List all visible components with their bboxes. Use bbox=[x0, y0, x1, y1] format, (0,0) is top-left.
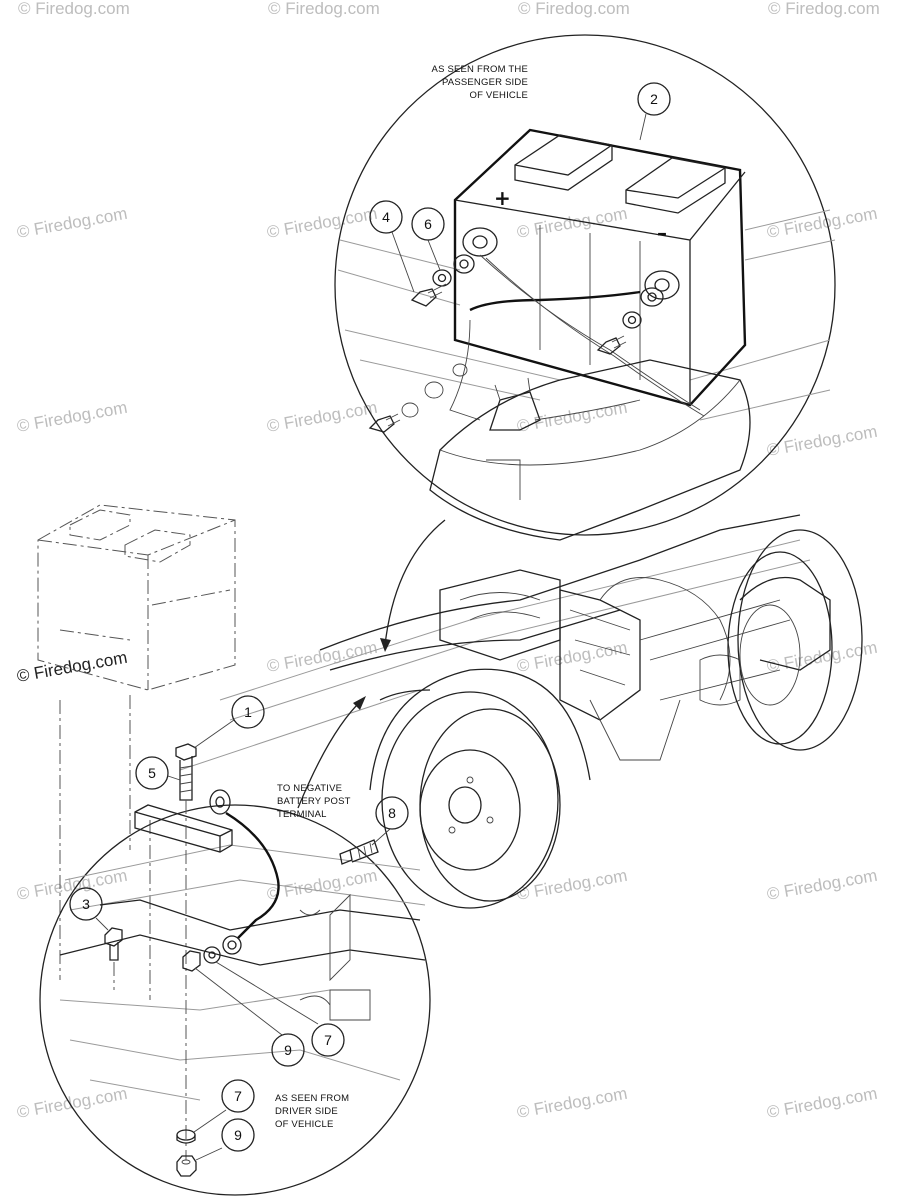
watermark: © Firedog.com bbox=[18, 0, 130, 18]
mounting-bracket-5 bbox=[134, 804, 233, 853]
svg-text:OF VEHICLE: OF VEHICLE bbox=[275, 1119, 334, 1130]
svg-text:8: 8 bbox=[388, 805, 396, 821]
cable-ring-terminal-b bbox=[640, 287, 664, 307]
negative-post-note: TO NEGATIVE BATTERY POST TERMINAL bbox=[277, 783, 351, 820]
watermark-layer: © Firedog.com © Firedog.com © Firedog.co… bbox=[15, 0, 879, 1122]
svg-text:7: 7 bbox=[324, 1032, 332, 1048]
washer-6 bbox=[432, 269, 452, 287]
callout-7-upper bbox=[311, 1023, 345, 1057]
watermark: © Firedog.com bbox=[765, 1084, 878, 1122]
svg-text:2: 2 bbox=[650, 91, 658, 107]
rear-wheel-right bbox=[727, 529, 863, 751]
svg-text:4: 4 bbox=[382, 209, 390, 225]
nut-9-upper bbox=[182, 950, 201, 972]
svg-text:3: 3 bbox=[82, 896, 90, 912]
svg-text:BATTERY POST: BATTERY POST bbox=[277, 796, 351, 807]
callouts: 2 4 6 1 5 8 3 9 7 7 bbox=[69, 82, 671, 1161]
negative-cable bbox=[469, 290, 641, 312]
bolt-8 bbox=[339, 839, 379, 865]
callout-1 bbox=[231, 695, 265, 729]
callout-3 bbox=[69, 887, 103, 921]
watermark: © Firedog.com bbox=[515, 204, 628, 242]
svg-text:TO NEGATIVE: TO NEGATIVE bbox=[277, 783, 342, 794]
svg-text:9: 9 bbox=[284, 1042, 292, 1058]
detail-circle-top bbox=[334, 34, 836, 536]
arrowhead-bottom bbox=[353, 696, 366, 710]
driver-side-detail-view: TO NEGATIVE BATTERY POST TERMINAL AS SEE… bbox=[39, 743, 431, 1196]
watermark: © Firedog.com bbox=[515, 398, 628, 436]
watermark: © Firedog.com bbox=[265, 204, 378, 242]
washer-7-upper bbox=[203, 946, 221, 964]
bolt-b bbox=[596, 335, 627, 355]
washer-b bbox=[622, 311, 642, 329]
callout-8 bbox=[375, 796, 409, 830]
leader-arrow-top bbox=[384, 519, 446, 646]
watermark: © Firedog.com bbox=[765, 866, 878, 904]
solenoid-cover bbox=[429, 359, 751, 541]
ground-cable bbox=[209, 789, 280, 955]
rear-wheel-left bbox=[381, 691, 561, 909]
callout-4 bbox=[369, 200, 403, 234]
svg-text:9: 9 bbox=[234, 1127, 242, 1143]
watermark: © Firedog.com bbox=[265, 866, 378, 904]
svg-text:PASSENGER SIDE: PASSENGER SIDE bbox=[442, 77, 528, 88]
watermark: © Firedog.com bbox=[765, 422, 878, 460]
cable-ring-terminal-a bbox=[453, 254, 475, 274]
svg-text:1: 1 bbox=[244, 704, 252, 720]
watermark: © Firedog.com bbox=[15, 1084, 128, 1122]
positive-sign: + bbox=[494, 186, 511, 210]
watermark: © Firedog.com bbox=[515, 638, 628, 676]
watermark: © Firedog.com bbox=[515, 866, 628, 904]
callout-5 bbox=[135, 756, 169, 790]
watermark: © Firedog.com bbox=[765, 204, 878, 242]
watermark: © Firedog.com bbox=[15, 204, 128, 242]
driver-side-note: AS SEEN FROM DRIVER SIDE OF VEHICLE bbox=[275, 1093, 349, 1130]
svg-text:TERMINAL: TERMINAL bbox=[277, 809, 327, 820]
battery: + – bbox=[453, 128, 747, 407]
svg-text:AS SEEN FROM: AS SEEN FROM bbox=[275, 1093, 349, 1104]
watermark: © Firedog.com bbox=[515, 1084, 628, 1122]
bolt-4 bbox=[410, 283, 447, 307]
bolt-3 bbox=[104, 927, 123, 961]
watermark: © Firedog.com bbox=[15, 398, 128, 436]
callout-6 bbox=[411, 207, 445, 241]
callout-9-upper bbox=[271, 1033, 305, 1067]
callout-9-lower bbox=[221, 1118, 255, 1152]
negative-terminal bbox=[644, 270, 680, 300]
svg-text:DRIVER SIDE: DRIVER SIDE bbox=[275, 1106, 338, 1117]
positive-terminal bbox=[462, 227, 498, 257]
watermark: © Firedog.com bbox=[768, 0, 880, 18]
arrowhead-top bbox=[380, 638, 391, 652]
svg-text:7: 7 bbox=[234, 1088, 242, 1104]
svg-text:6: 6 bbox=[424, 216, 432, 232]
bolt-lower bbox=[368, 413, 401, 433]
passenger-side-detail-view: + – bbox=[334, 34, 836, 541]
callout-7-lower bbox=[221, 1079, 255, 1113]
watermark: © Firedog.com bbox=[265, 398, 378, 436]
watermark: © Firedog.com bbox=[518, 0, 630, 18]
nut-9-lower bbox=[176, 1155, 197, 1177]
svg-text:5: 5 bbox=[148, 765, 156, 781]
callout-2 bbox=[637, 82, 671, 116]
watermark: © Firedog.com bbox=[268, 0, 380, 18]
bolt-1 bbox=[175, 743, 197, 801]
svg-text:AS SEEN FROM THE: AS SEEN FROM THE bbox=[432, 64, 528, 75]
vehicle-chassis bbox=[179, 514, 863, 909]
passenger-side-note: AS SEEN FROM THE PASSENGER SIDE OF VEHIC… bbox=[432, 64, 528, 101]
negative-sign: – bbox=[657, 221, 667, 245]
watermark: © Firedog.com bbox=[265, 638, 378, 676]
leader-arrow-bottom bbox=[297, 699, 363, 809]
detail-circle-bottom bbox=[39, 804, 431, 1196]
phantom-battery bbox=[37, 504, 236, 1000]
washer-7-lower bbox=[176, 1129, 196, 1144]
watermark: © Firedog.com bbox=[15, 866, 128, 904]
svg-text:OF VEHICLE: OF VEHICLE bbox=[470, 90, 529, 101]
